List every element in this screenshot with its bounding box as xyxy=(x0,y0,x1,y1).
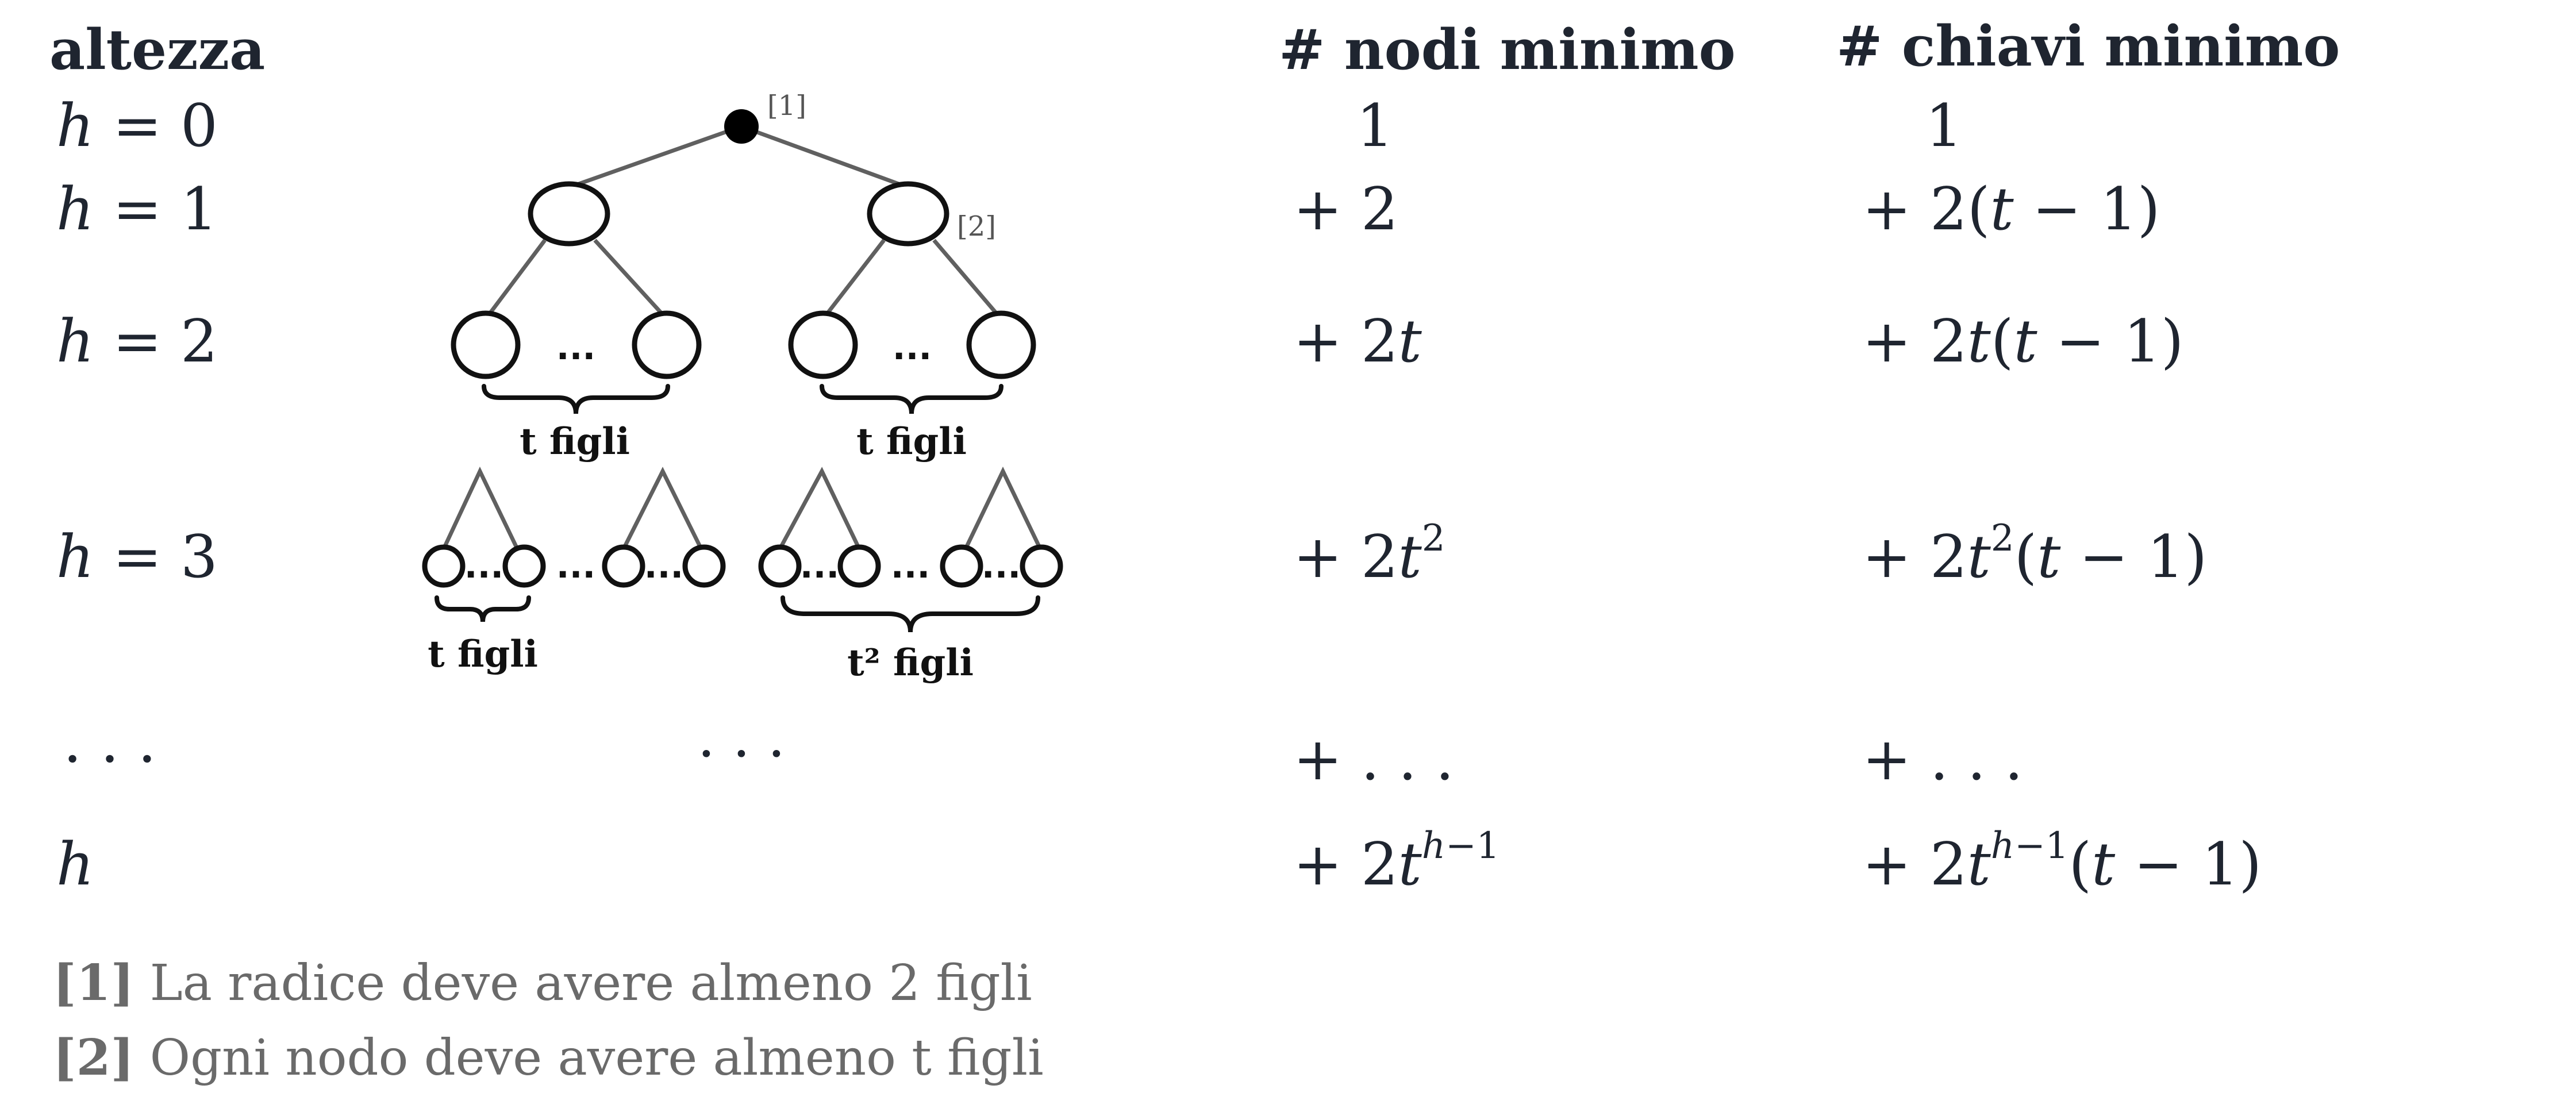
level2-node xyxy=(451,310,521,379)
footnote-1-mark: [1] xyxy=(53,954,134,1012)
level3-node xyxy=(422,544,466,588)
keys-row-1: + 2(t − 1) xyxy=(1862,175,2160,244)
height-row-ellipsis: · · · xyxy=(63,725,157,794)
level2-node xyxy=(632,310,702,379)
level3-node xyxy=(758,544,802,588)
level1-node-right xyxy=(867,181,949,247)
footnote-2-mark: [2] xyxy=(53,1029,134,1087)
level3-ellipsis: ... xyxy=(800,546,839,586)
child-mark: [2] xyxy=(957,210,996,243)
root-node xyxy=(724,109,759,144)
nodes-row-2: + 2t xyxy=(1293,307,1422,376)
level3-node xyxy=(940,544,983,588)
level3-node xyxy=(602,544,645,588)
brace-level2-left xyxy=(482,384,670,414)
label-level3-left: t figli xyxy=(428,633,538,676)
level3-ellipsis: ... xyxy=(464,546,503,586)
brace-level3-right xyxy=(781,595,1040,633)
footnote-2-text: Ogni nodo deve avere almeno t figli xyxy=(149,1029,1044,1087)
header-min-nodes: # nodi minimo xyxy=(1279,17,1736,82)
tree-continuation: · · · xyxy=(698,722,786,786)
label-level2-right: t figli xyxy=(856,420,967,463)
footnote-1-text: La radice deve avere almeno 2 figli xyxy=(149,955,1032,1012)
level3-ellipsis: ... xyxy=(891,546,930,586)
level2-ellipsis: ... xyxy=(556,328,595,368)
nodes-row-3: + 2t2 xyxy=(1293,517,1445,591)
keys-row-ellipsis: + . . . xyxy=(1862,725,2024,794)
brace-level3-left xyxy=(435,595,531,622)
height-row-1: h = 1 xyxy=(56,175,218,244)
nodes-row-1: + 2 xyxy=(1293,175,1398,244)
nodes-row-ellipsis: + . . . xyxy=(1293,725,1455,794)
height-row-h: h xyxy=(56,830,94,899)
level3-node xyxy=(837,544,881,588)
keys-row-2: + 2t(t − 1) xyxy=(1862,307,2184,376)
level2-node xyxy=(966,310,1036,379)
header-min-keys: # chiavi minimo xyxy=(1836,14,2340,79)
keys-row-3: + 2t2(t − 1) xyxy=(1862,517,2208,591)
root-mark: [1] xyxy=(767,90,806,122)
level3-ellipsis: ... xyxy=(982,546,1021,586)
nodes-row-h: + 2th−1 xyxy=(1293,825,1500,899)
label-level3-right: t² figli xyxy=(847,641,974,684)
height-row-2: h = 2 xyxy=(56,307,218,376)
level2-ellipsis: ... xyxy=(893,328,932,368)
level2-node xyxy=(788,310,858,379)
keys-row-0: 1 xyxy=(1925,92,1963,160)
level1-node-left xyxy=(528,181,610,247)
nodes-row-0: 1 xyxy=(1356,92,1394,160)
level3-node xyxy=(682,544,726,588)
level3-node xyxy=(502,544,546,588)
level3-node xyxy=(1020,544,1063,588)
tree-edges xyxy=(441,124,1043,550)
footnote-1: [1] La radice deve avere almeno 2 figli xyxy=(53,954,1032,1012)
footnote-2: [2] Ogni nodo deve avere almeno t figli xyxy=(53,1029,1044,1087)
level3-ellipsis: ... xyxy=(556,546,595,586)
height-row-3: h = 3 xyxy=(56,523,218,591)
label-level2-left: t figli xyxy=(520,420,630,463)
keys-row-h: + 2th−1(t − 1) xyxy=(1862,825,2262,899)
height-row-0: h = 0 xyxy=(56,92,218,160)
brace-level2-right xyxy=(820,384,1004,414)
level3-ellipsis: ... xyxy=(644,546,683,586)
header-height: altezza xyxy=(49,17,266,82)
